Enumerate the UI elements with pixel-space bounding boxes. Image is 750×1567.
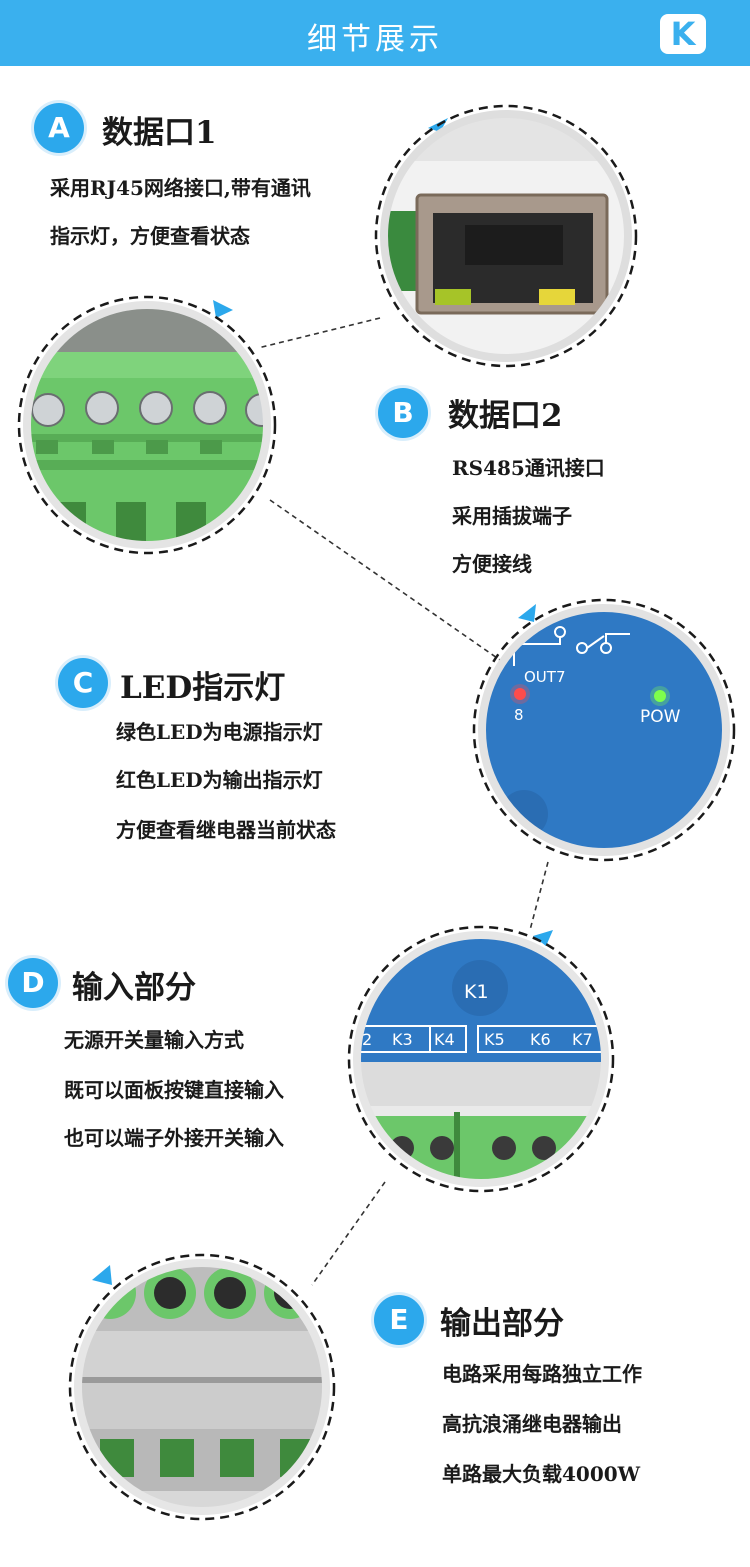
page-title: 细节展示: [307, 22, 443, 57]
key-label: K5: [484, 1030, 505, 1049]
section-e-line: 高抗浪涌继电器输出: [442, 1412, 622, 1436]
section-a-title: 数据口1: [102, 115, 217, 151]
section-c-line: 红色LED为输出指示灯: [116, 768, 323, 792]
arrow-marker-icon: [213, 300, 233, 318]
key-label: 2: [362, 1030, 372, 1049]
badge-a: A: [34, 103, 84, 153]
key-label: K3: [392, 1030, 413, 1049]
badge-c: C: [58, 658, 108, 708]
badge-d: D: [8, 958, 58, 1008]
section-a-line: 指示灯，方便查看状态: [50, 224, 250, 248]
section-d-line: 无源开关量输入方式: [64, 1028, 244, 1052]
section-c-title: LED指示灯: [120, 670, 286, 706]
section-b-line: 方便接线: [452, 552, 532, 576]
section-b-line: 采用插拔端子: [452, 504, 572, 528]
section-a-line: 采用RJ45网络接口,带有通讯: [50, 176, 311, 200]
section-e-line: 单路最大负载4000W: [442, 1462, 641, 1486]
section-d-line: 也可以端子外接开关输入: [64, 1126, 284, 1150]
section-e-line: 电路采用每路独立工作: [442, 1362, 642, 1386]
section-d-line: 既可以面板按键直接输入: [64, 1078, 284, 1102]
terminal-block-photo: [17, 295, 277, 555]
badge-e: E: [374, 1295, 424, 1345]
badge-b: B: [378, 388, 428, 438]
arrow-marker-icon: [518, 604, 536, 622]
section-c-line: 绿色LED为电源指示灯: [116, 720, 323, 744]
k1-key-label: K1: [464, 981, 489, 1003]
input-panel-photo: K1 2 K3 K4 K5 K6 K7: [347, 925, 615, 1193]
section-d-title: 输入部分: [72, 970, 196, 1006]
section-c-line: 方便查看继电器当前状态: [116, 818, 336, 842]
pow-label: POW: [640, 707, 681, 727]
channel-8-label: 8: [514, 706, 524, 724]
arrow-marker-icon: [533, 930, 553, 946]
section-b-title: 数据口2: [448, 398, 563, 434]
arrow-marker-icon: [92, 1265, 112, 1285]
rj45-port-photo: [374, 104, 638, 368]
out7-label: OUT7: [524, 668, 566, 686]
key-label: K6: [530, 1030, 551, 1049]
section-b-line: RS485通讯接口: [452, 456, 605, 480]
key-label: K7: [572, 1030, 593, 1049]
section-e-title: 输出部分: [440, 1306, 564, 1342]
header-bar: 细节展示 K: [0, 0, 750, 66]
output-terminal-photo: [68, 1253, 336, 1521]
key-label: K4: [434, 1030, 455, 1049]
logo-k-icon: K: [670, 15, 696, 53]
brand-logo: K: [660, 14, 706, 54]
led-panel-photo: OUT7 8 POW K8: [472, 598, 736, 862]
